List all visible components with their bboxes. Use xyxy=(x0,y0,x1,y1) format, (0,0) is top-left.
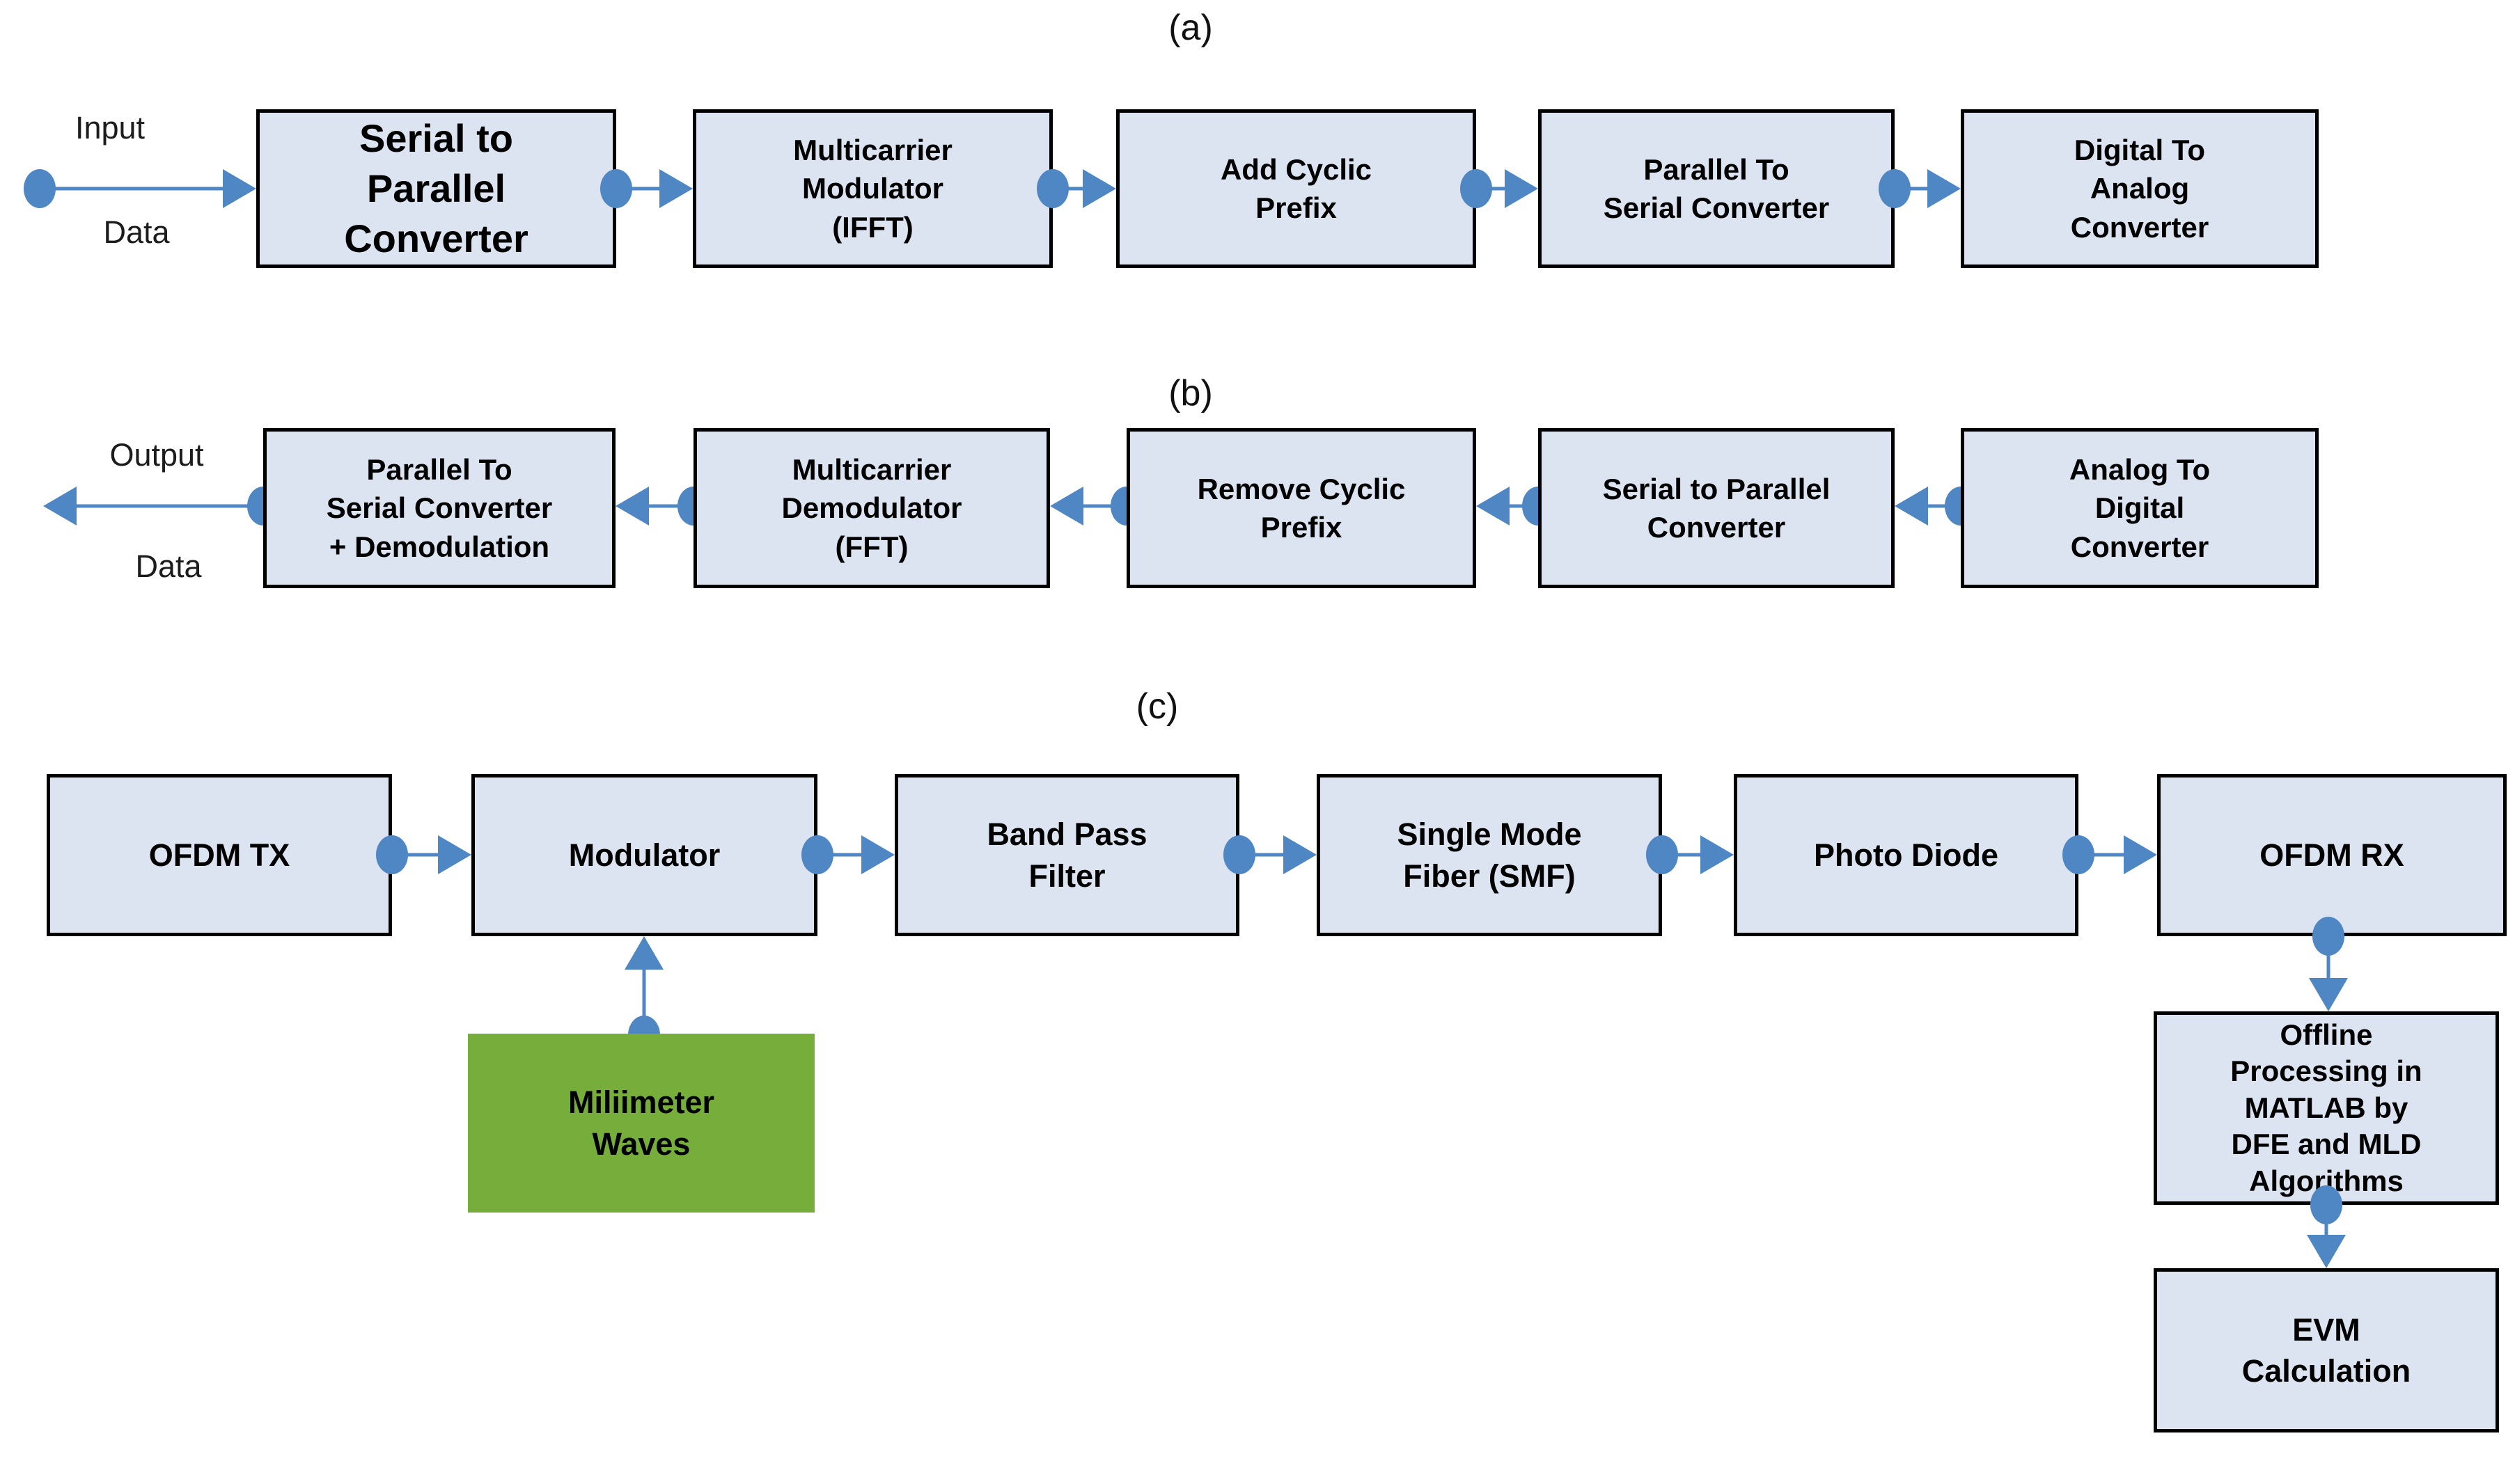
block-ofdm-rx: OFDM RX xyxy=(2157,774,2507,936)
connector-line xyxy=(40,187,228,191)
arrowhead-right-icon xyxy=(1927,169,1961,208)
arrowhead-right-icon xyxy=(659,169,693,208)
arrowhead-down-icon xyxy=(2309,978,2348,1011)
section-a-label: (a) xyxy=(1168,8,1213,48)
output-data-label: Data xyxy=(135,548,202,584)
section-c-label: (c) xyxy=(1136,686,1179,727)
block-parallel-to-serial-tx: Parallel To Serial Converter xyxy=(1538,109,1895,268)
arrowhead-right-icon xyxy=(1505,169,1538,208)
block-serial-to-parallel-rx: Serial to Parallel Converter xyxy=(1538,428,1895,588)
connector-line xyxy=(648,504,694,508)
connector-line xyxy=(616,187,661,191)
section-b-label: (b) xyxy=(1168,373,1213,413)
connector-line xyxy=(1895,187,1929,191)
connector-line xyxy=(817,853,863,857)
input-data-label: Data xyxy=(103,214,170,250)
connector-line xyxy=(1053,187,1086,191)
connector-line xyxy=(73,504,263,508)
arrowhead-left-icon xyxy=(1476,487,1510,526)
arrowhead-left-icon xyxy=(1895,487,1928,526)
block-multicarrier-modulator: Multicarrier Modulator (IFFT) xyxy=(693,109,1053,268)
block-ofdm-tx: OFDM TX xyxy=(47,774,392,936)
arrowhead-right-icon xyxy=(861,835,895,874)
connector-line xyxy=(2326,936,2330,980)
connector-line xyxy=(1081,504,1127,508)
connector-line xyxy=(2324,1205,2328,1237)
block-single-mode-fiber: Single Mode Fiber (SMF) xyxy=(1317,774,1662,936)
block-parallel-to-serial-rx: Parallel To Serial Converter + Demodulat… xyxy=(263,428,616,588)
block-remove-cyclic-prefix: Remove Cyclic Prefix xyxy=(1127,428,1476,588)
connector-line xyxy=(1239,853,1285,857)
arrowhead-up-icon xyxy=(625,936,664,970)
arrowhead-right-icon xyxy=(1283,835,1317,874)
block-add-cyclic-prefix: Add Cyclic Prefix xyxy=(1116,109,1476,268)
arrowhead-right-icon xyxy=(1083,169,1116,208)
arrowhead-right-icon xyxy=(1700,835,1734,874)
block-millimeter-waves: Miliimeter Waves xyxy=(468,1034,815,1213)
connector-line xyxy=(2078,853,2126,857)
arrowhead-right-icon xyxy=(2124,835,2157,874)
connector-line xyxy=(1925,504,1961,508)
block-evm-calculation: EVM Calculation xyxy=(2154,1268,2499,1432)
arrowhead-left-icon xyxy=(616,487,649,526)
arrowhead-left-icon xyxy=(1050,487,1083,526)
connector-line xyxy=(1476,187,1507,191)
arrowhead-right-icon xyxy=(438,835,471,874)
block-modulator: Modulator xyxy=(471,774,817,936)
block-serial-to-parallel-tx: Serial to Parallel Converter xyxy=(256,109,616,268)
arrowhead-down-icon xyxy=(2307,1235,2346,1268)
arrowhead-left-icon xyxy=(43,487,77,526)
block-offline-processing: Offline Processing in MATLAB by DFE and … xyxy=(2154,1011,2499,1205)
block-band-pass-filter: Band Pass Filter xyxy=(895,774,1239,936)
block-multicarrier-demodulator: Multicarrier Demodulator (FFT) xyxy=(694,428,1050,588)
output-label: Output xyxy=(109,437,204,473)
arrowhead-right-icon xyxy=(223,169,256,208)
connector-line xyxy=(1662,853,1702,857)
block-analog-to-digital: Analog To Digital Converter xyxy=(1961,428,2319,588)
block-digital-to-analog: Digital To Analog Converter xyxy=(1961,109,2319,268)
input-label: Input xyxy=(75,110,146,145)
block-photo-diode: Photo Diode xyxy=(1734,774,2078,936)
connector-line xyxy=(642,968,646,1035)
connector-line xyxy=(392,853,440,857)
